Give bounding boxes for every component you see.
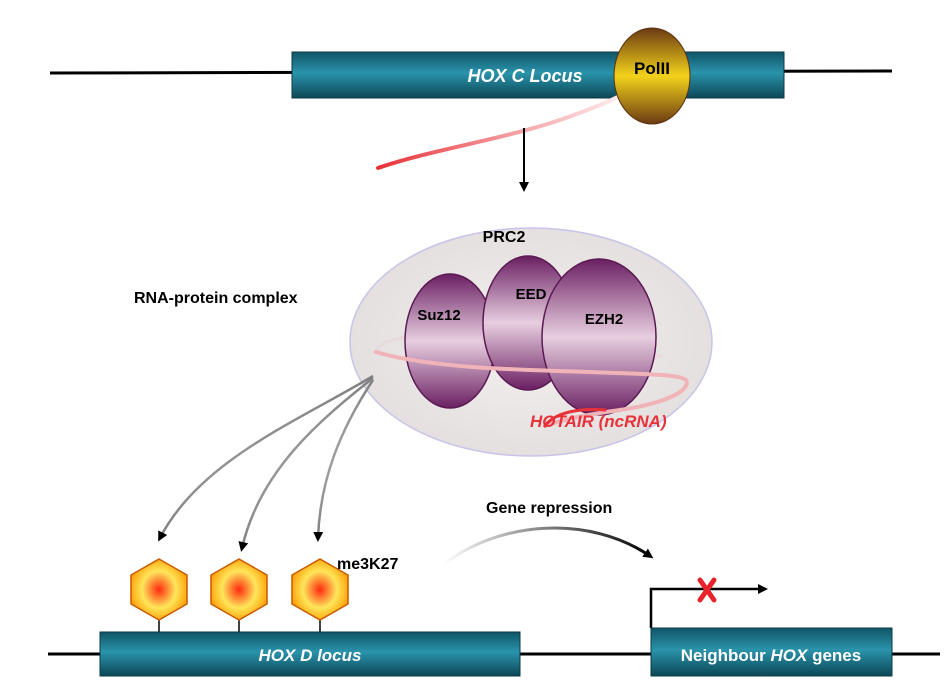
neighbour-prefix: Neighbour xyxy=(681,646,771,665)
rna-protein-complex-label: RNA-protein complex xyxy=(134,290,298,307)
me3k27-mark-3 xyxy=(291,558,349,621)
gene-repression-arrow xyxy=(442,526,654,567)
neighbour-hox-genes-label: Neighbour HOX genes xyxy=(681,646,861,665)
polii-label: PolII xyxy=(634,59,670,78)
polii-ellipse xyxy=(613,27,691,125)
hox-c-locus-bar xyxy=(291,51,785,99)
me3k27-label: me3K27 xyxy=(337,556,398,573)
targeting-arrow-2 xyxy=(238,377,374,552)
hotair-label: HOTAIR (ncRNA) xyxy=(530,412,667,431)
protein-eed-label: EED xyxy=(516,286,547,303)
targeting-arrow-1 xyxy=(158,374,374,542)
protein-suz12-label: Suz12 xyxy=(417,307,460,324)
neighbour-hox-genes-bar xyxy=(650,627,893,677)
gene-repression-label: Gene repression xyxy=(486,500,612,517)
me3k27-mark-2 xyxy=(210,558,268,621)
hotair-rna-front xyxy=(374,350,689,428)
targeting-arrow-3 xyxy=(313,379,375,542)
hotair-rna-tail xyxy=(543,408,607,428)
blocked-x-icon xyxy=(697,577,717,603)
prc2-label: PRC2 xyxy=(483,229,526,246)
me3k27-mark-1 xyxy=(130,558,188,621)
hox-c-locus-label: HOX C Locus xyxy=(467,66,582,86)
promoter-arrow xyxy=(649,584,768,628)
neighbour-gene: HOX xyxy=(771,646,810,665)
protein-suz12 xyxy=(404,273,496,409)
protein-ezh2 xyxy=(541,258,657,416)
neighbour-suffix: genes xyxy=(807,646,861,665)
hox-d-locus-label: HOX D locus xyxy=(259,646,362,665)
hox-d-locus-bar xyxy=(99,631,521,677)
protein-ezh2-label: EZH2 xyxy=(585,311,623,328)
